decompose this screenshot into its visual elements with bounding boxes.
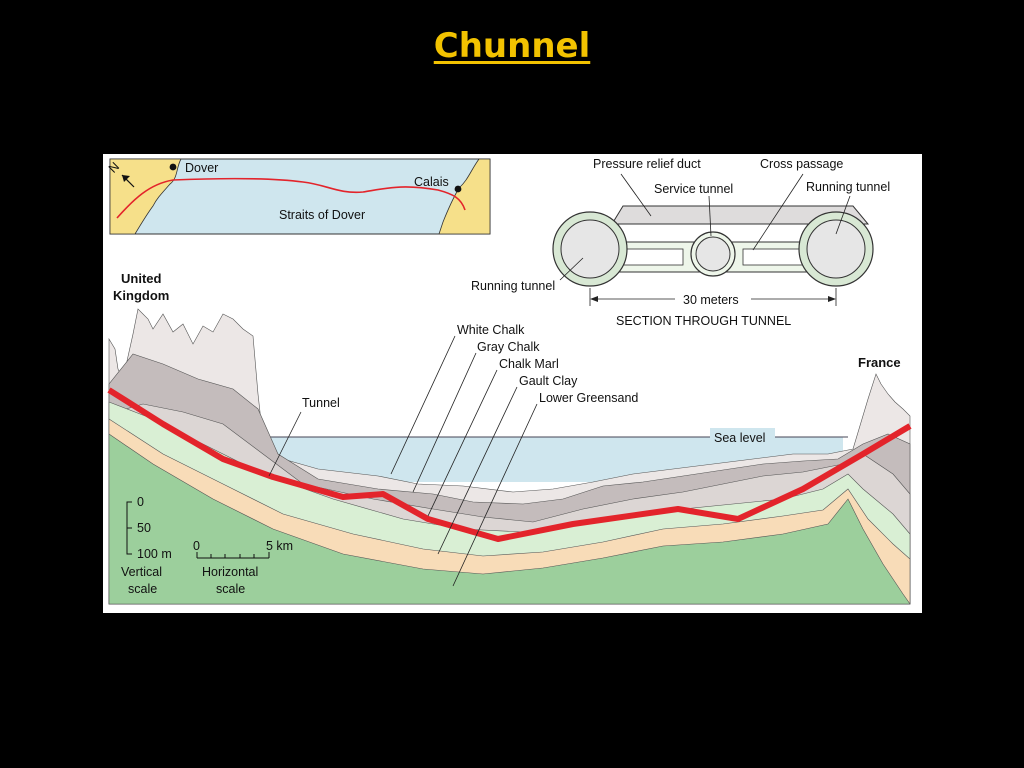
label-running-tunnel-right: Running tunnel xyxy=(806,180,890,194)
label-gault-clay: Gault Clay xyxy=(519,374,578,388)
leader-gray-chalk xyxy=(412,352,477,493)
dover-marker-icon xyxy=(169,163,177,171)
h-scale-0: 0 xyxy=(193,539,200,553)
label-30-meters: 30 meters xyxy=(683,293,739,307)
leader-pressure-duct xyxy=(620,173,652,217)
tunnel-route-line xyxy=(107,387,912,542)
h-scale-5: 5 km xyxy=(266,539,293,553)
h-scale-label-2: scale xyxy=(216,582,245,596)
tunnel-cross-section: Pressure relief duct Cross passage Servi… xyxy=(471,157,890,328)
sea-level-label-bg xyxy=(710,428,775,445)
label-white-chalk: White Chalk xyxy=(457,323,525,337)
leader-running-tunnel-left xyxy=(559,257,584,281)
basement-green-layer xyxy=(108,433,911,605)
calais-label: Calais xyxy=(414,175,449,189)
inset-map-tunnel-route xyxy=(116,177,466,219)
pressure-relief-duct xyxy=(611,205,870,225)
label-running-tunnel-left: Running tunnel xyxy=(471,279,555,293)
h-scale-label-1: Horizontal xyxy=(202,565,258,579)
v-scale-0: 0 xyxy=(137,495,144,509)
leader-gault-clay xyxy=(437,386,518,555)
cross-passage-right xyxy=(742,248,804,266)
width-dimension: 30 meters xyxy=(589,288,837,307)
label-chalk-marl: Chalk Marl xyxy=(499,357,559,371)
leader-chalk-marl xyxy=(427,369,498,517)
label-sea-level: Sea level xyxy=(714,431,765,445)
leader-cross-passage xyxy=(752,173,804,251)
label-lower-greensand: Lower Greensand xyxy=(539,391,638,405)
running-tunnel-right xyxy=(806,219,866,279)
calais-marker-icon xyxy=(454,185,462,193)
leader-lower-greensand xyxy=(452,403,538,587)
v-scale-label-2: scale xyxy=(128,582,157,596)
leader-service-tunnel xyxy=(708,195,712,237)
v-scale-50: 50 xyxy=(137,521,151,535)
inset-map: N Dover Calais Straits of Dover xyxy=(106,158,491,235)
running-tunnel-left xyxy=(560,219,620,279)
geologic-profile: United Kingdom France Tunnel Sea level W… xyxy=(107,271,912,605)
label-gray-chalk: Gray Chalk xyxy=(477,340,540,354)
cross-passage-left xyxy=(622,248,684,266)
chunnel-figure: N Dover Calais Straits of Dover Pressure… xyxy=(103,154,922,613)
label-united: United xyxy=(121,271,162,286)
slide-title: Chunnel xyxy=(433,26,591,66)
vertical-scale: 0 50 100 m Vertical scale xyxy=(121,495,172,596)
leader-running-tunnel-right xyxy=(835,195,851,235)
section-caption: SECTION THROUGH TUNNEL xyxy=(616,314,791,328)
horizontal-scale: 0 5 km Horizontal scale xyxy=(193,539,293,596)
label-france: France xyxy=(858,355,901,370)
v-scale-label-1: Vertical xyxy=(121,565,162,579)
label-tunnel: Tunnel xyxy=(302,396,340,410)
leader-white-chalk xyxy=(390,335,456,475)
v-scale-100: 100 m xyxy=(137,547,172,561)
label-pressure-relief-duct: Pressure relief duct xyxy=(593,157,701,171)
label-cross-passage: Cross passage xyxy=(760,157,843,171)
label-kingdom: Kingdom xyxy=(113,288,169,303)
leader-tunnel xyxy=(268,411,302,477)
dover-label: Dover xyxy=(185,161,218,175)
service-tunnel xyxy=(695,236,731,272)
chunnel-diagram: N Dover Calais Straits of Dover Pressure… xyxy=(106,157,912,605)
label-service-tunnel: Service tunnel xyxy=(654,182,733,196)
strait-label: Straits of Dover xyxy=(279,208,365,222)
